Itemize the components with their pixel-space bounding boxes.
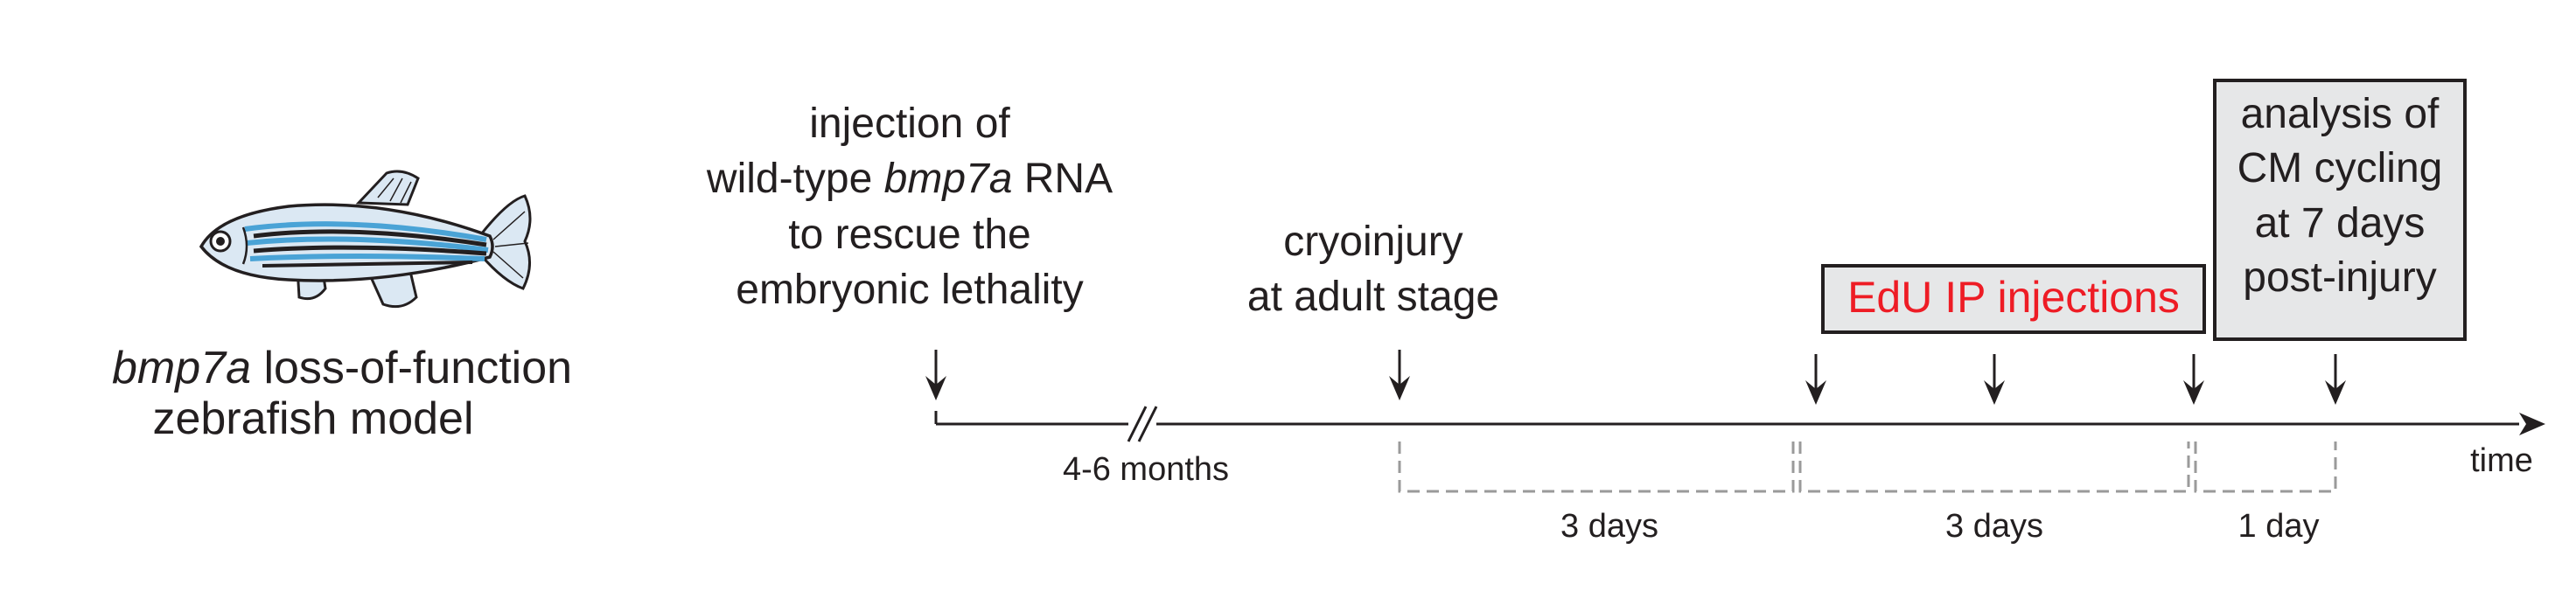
edu-box	[1821, 264, 2206, 334]
axis-break-mark	[1137, 406, 1158, 442]
period3-label: 1 day	[2237, 508, 2320, 545]
injection-suffix: RNA	[1012, 156, 1113, 203]
analysis-line1: analysis of	[2240, 91, 2440, 137]
caption-rest: loss-of-function	[251, 343, 573, 393]
model-caption-line1: bmp7a loss-of-function	[112, 343, 572, 393]
analysis-label: analysis of CM cycling at 7 days post-in…	[2213, 87, 2467, 306]
arrow-analysis	[2325, 354, 2346, 405]
injection-prefix: wild-type	[706, 156, 884, 203]
analysis-line3: at 7 days	[2254, 199, 2426, 247]
axis-arrowhead	[2519, 413, 2545, 435]
axis-break-mark	[1127, 406, 1148, 442]
model-caption: bmp7a loss-of-function zebrafish model	[112, 343, 572, 445]
analysis-box	[2213, 79, 2467, 341]
injection-line1: injection of	[809, 101, 1010, 147]
bracket-period3	[2194, 442, 2337, 493]
gene-name: bmp7a	[112, 343, 251, 393]
cryoinjury-line2: at adult stage	[1246, 274, 1500, 321]
bracket-period2	[1798, 442, 2190, 493]
zebrafish-icon	[199, 170, 532, 309]
injection-label: injection of wild-type bmp7a RNA to resc…	[665, 96, 1155, 317]
axis-label-time: time	[2470, 442, 2533, 479]
arrow-cryoinjury	[1389, 350, 1410, 400]
analysis-line2: CM cycling	[2237, 145, 2443, 192]
injection-line2: wild-type bmp7a RNA	[665, 151, 1155, 206]
cryoinjury-label: cryoinjury at adult stage	[1190, 214, 1557, 325]
period2-label: 3 days	[1945, 508, 2043, 545]
event-arrows	[925, 350, 2346, 405]
analysis-line4: post-injury	[2243, 254, 2437, 302]
months-label: 4-6 months	[1062, 451, 1230, 488]
period1-label: 3 days	[1560, 508, 1658, 545]
cryoinjury-line1: cryoinjury	[1283, 219, 1463, 265]
arrow-injection	[925, 350, 946, 400]
arrow-edu-2	[1984, 354, 2005, 405]
injection-line4: embryonic lethality	[736, 267, 1084, 314]
bracket-period1	[1398, 442, 1795, 493]
injection-gene: bmp7a	[883, 156, 1013, 203]
edu-label: EdU IP injections	[1847, 273, 2180, 322]
injection-line3: to rescue the	[788, 211, 1031, 258]
arrow-edu-3	[2183, 354, 2204, 405]
arrow-edu-1	[1805, 354, 1826, 405]
timeline-axis	[934, 406, 2545, 442]
duration-brackets	[1398, 442, 2337, 493]
model-caption-line2: zebrafish model	[152, 393, 474, 445]
